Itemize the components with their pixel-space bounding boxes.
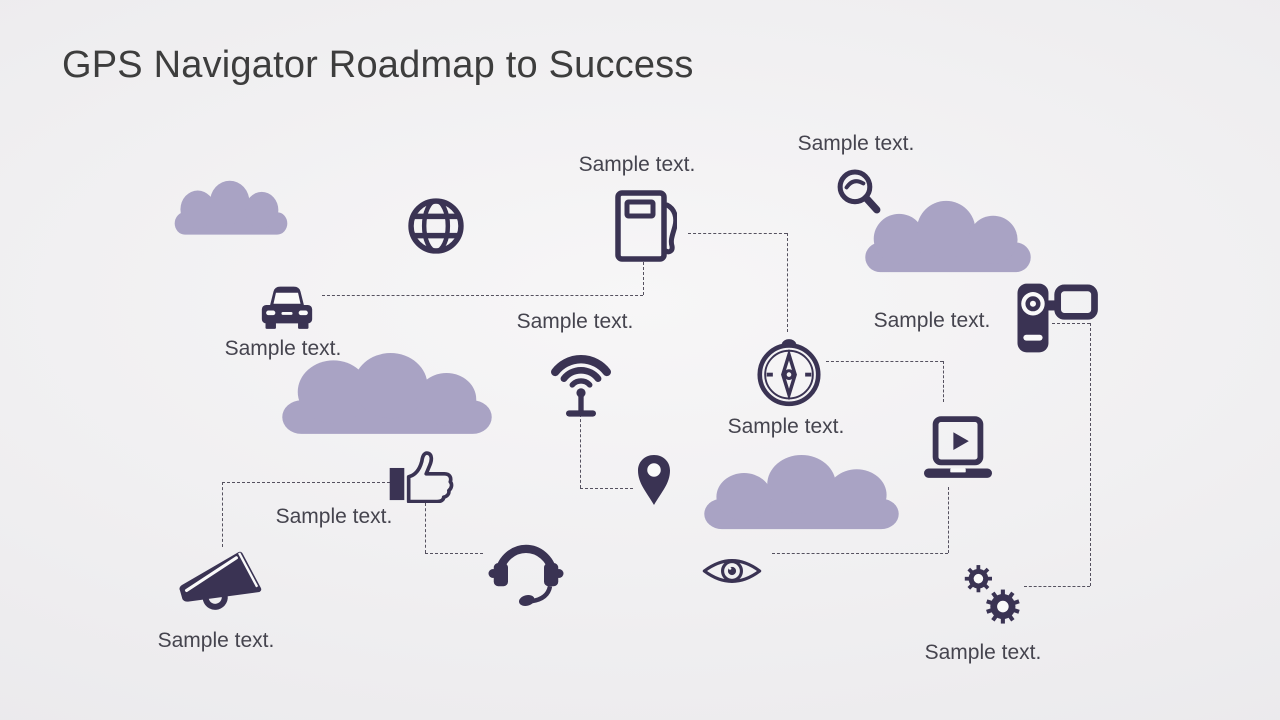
laptop-play-icon [918, 416, 998, 484]
connector-laptop-eye [948, 487, 949, 553]
connector-wifi-pin [580, 488, 633, 489]
video-camera-icon [1014, 282, 1098, 354]
connector-laptop-eye [772, 553, 948, 554]
connector-thumbs-headset [425, 503, 426, 553]
camera-label: Sample text. [873, 309, 991, 332]
magnifier-icon [832, 165, 888, 221]
location-pin-icon [635, 453, 673, 507]
headset-icon [486, 524, 566, 608]
compass-icon [750, 330, 828, 410]
connector-camera-gears [1024, 586, 1090, 587]
wifi-antenna-icon [538, 337, 624, 417]
car-icon [256, 278, 318, 332]
pump-label: Sample text. [578, 153, 696, 176]
car-label: Sample text. [224, 337, 342, 360]
cloud-icon [167, 180, 295, 236]
gears-label: Sample text. [924, 641, 1042, 664]
cloud-icon [268, 352, 506, 436]
connector-compass-laptop [826, 361, 943, 362]
megaphone-icon [176, 548, 264, 614]
thumbs-up-label: Sample text. [275, 505, 393, 528]
connector-car-pump [643, 262, 644, 295]
compass-label: Sample text. [727, 415, 845, 438]
cloud-icon [691, 455, 912, 531]
connector-compass-laptop [943, 361, 944, 402]
connector-pump-compass [688, 233, 787, 234]
connector-camera-gears [1052, 323, 1090, 324]
search-label: Sample text. [797, 132, 915, 155]
wifi-label: Sample text. [516, 310, 634, 333]
fuel-pump-icon [615, 190, 677, 262]
gears-icon [958, 561, 1026, 629]
connector-thumbs-headset [425, 553, 483, 554]
connector-pump-compass [787, 233, 788, 332]
globe-icon [404, 194, 468, 258]
connector-thumbs-megaphone [222, 482, 223, 547]
cloud-icon [854, 200, 1042, 274]
thumbs-up-icon [387, 449, 461, 503]
connector-car-pump [322, 295, 643, 296]
connector-wifi-pin [580, 414, 581, 488]
connector-camera-gears [1090, 323, 1091, 586]
connector-thumbs-megaphone [222, 482, 390, 483]
megaphone-label: Sample text. [157, 629, 275, 652]
slide-title: GPS Navigator Roadmap to Success [62, 44, 694, 86]
eye-icon [700, 549, 764, 593]
